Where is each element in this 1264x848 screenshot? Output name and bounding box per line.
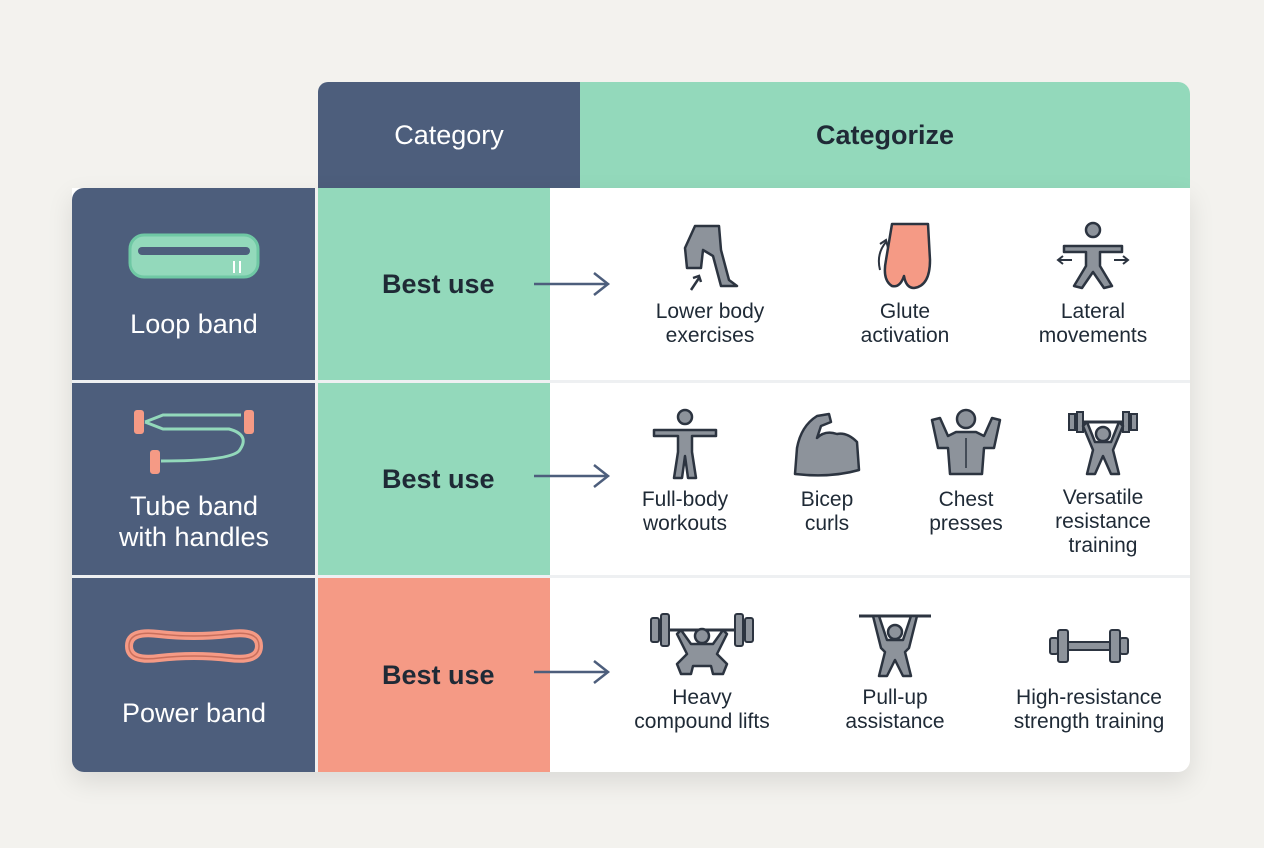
lower-body-icon [683, 224, 739, 291]
item-label: Bicep curls [800, 488, 854, 535]
use-label: Best use [382, 659, 495, 690]
list-item: Heavy compound lifts [616, 610, 788, 734]
list-item: Lower body exercises [630, 220, 790, 348]
item-label: Chest presses [929, 488, 1003, 535]
band-column [72, 188, 316, 772]
list-item: Lateral movements [1013, 220, 1173, 348]
column-divider-left [315, 188, 318, 772]
glute-icon [877, 222, 932, 290]
item-label: Pull-up assistance [845, 686, 945, 733]
bicep-icon [793, 412, 861, 477]
tube-band-icon [132, 408, 256, 476]
list-item: Versatile resistance training [1035, 408, 1171, 558]
row-power-band: Power band [72, 578, 316, 772]
use-label: Best use [382, 268, 495, 299]
lateral-movement-icon [1056, 221, 1130, 290]
overhead-press-icon [1068, 411, 1138, 476]
header-categorize: Categorize [580, 82, 1190, 188]
row-tube-band: Tube band with handles [72, 383, 316, 575]
header-categorize-label: Categorize [815, 119, 955, 150]
item-label: Lateral movements [1038, 300, 1148, 347]
row-divider-1 [72, 380, 1190, 383]
power-band-icon [124, 628, 264, 663]
pull-up-icon [859, 614, 931, 678]
arrow-right-icon [534, 464, 611, 488]
list-item: Pull-up assistance [825, 610, 965, 734]
header-category-label: Category [394, 119, 504, 150]
arrow-right-icon [534, 272, 611, 296]
row-divider-2 [72, 575, 1190, 578]
band-name: Tube band with handles [118, 491, 270, 552]
dumbbell-icon [1049, 629, 1129, 663]
item-label: Lower body exercises [655, 300, 765, 347]
loop-band-icon [128, 233, 260, 278]
list-item: Bicep curls [768, 408, 886, 536]
use-cell: Best use [318, 383, 550, 575]
item-label: Versatile resistance training [1055, 486, 1151, 557]
item-label: Heavy compound lifts [634, 686, 770, 733]
band-name: Loop band [130, 308, 258, 339]
list-item: High-resistance strength training [995, 610, 1183, 734]
full-body-icon [652, 408, 718, 480]
squat-barbell-icon [650, 613, 754, 676]
list-item: Glute activation [825, 220, 985, 348]
item-label: Full-body workouts [641, 488, 729, 535]
chest-icon [930, 408, 1002, 476]
use-cell: Best use [318, 578, 550, 772]
use-label: Best use [382, 463, 495, 494]
row-loop-band: Loop band [72, 188, 316, 380]
item-label: High-resistance strength training [1013, 686, 1165, 733]
use-cell-bg-1 [318, 188, 550, 380]
band-name: Power band [121, 697, 267, 728]
list-item: Chest presses [900, 408, 1032, 536]
use-cell-bg-3 [318, 578, 550, 772]
list-item: Full-body workouts [615, 408, 755, 536]
use-cell-bg-2 [318, 383, 550, 575]
arrow-right-icon [534, 660, 611, 684]
use-cell: Best use [318, 188, 550, 380]
item-label: Glute activation [860, 300, 950, 347]
header-category: Category [318, 82, 580, 188]
